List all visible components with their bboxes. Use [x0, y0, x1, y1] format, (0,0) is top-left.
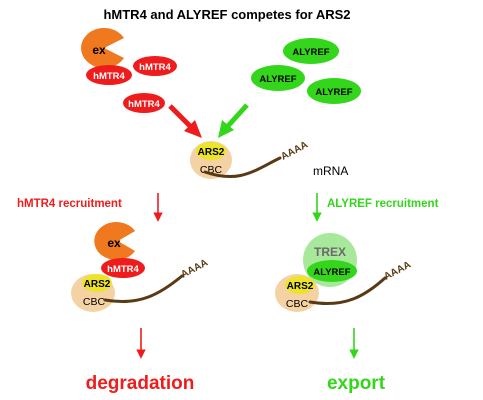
alyref-recruitment-label: ALYREF recruitment — [327, 198, 439, 210]
alyref-protein: ALYREF — [307, 260, 357, 282]
hmtr4-label: hMTR4 — [139, 62, 171, 73]
mrna-label: mRNA — [313, 164, 348, 178]
mrna-strand — [203, 156, 282, 179]
hmtr4-label: hMTR4 — [107, 264, 139, 275]
exosome-icon: ex — [81, 28, 124, 68]
hmtr4-protein: hMTR4 — [101, 258, 145, 278]
polya-tail-label: AAAA — [179, 257, 210, 280]
hmtr4-recruitment-label: hMTR4 recruitment — [17, 198, 122, 210]
alyref-protein: ALYREF — [283, 38, 339, 64]
cbc-label: CBC — [286, 298, 309, 310]
exosome-label: ex — [107, 236, 121, 250]
alyref-label: ALYREF — [292, 47, 329, 58]
ars2-label: ARS2 — [84, 279, 111, 290]
cbc-label: CBC — [83, 296, 106, 308]
alyref-label: ALYREF — [313, 267, 350, 278]
exosome-icon: ex — [94, 222, 135, 260]
alyref-label: ALYREF — [259, 74, 296, 85]
exosome-label: ex — [92, 43, 106, 57]
alyref-label: ALYREF — [315, 87, 352, 98]
export-outcome: export — [327, 373, 386, 394]
ars2-label: ARS2 — [198, 147, 225, 158]
mrna-strand — [308, 276, 387, 306]
hmtr4-label: hMTR4 — [93, 71, 125, 82]
ars2-label: ARS2 — [287, 281, 314, 292]
bottom-left-cap-complex: ARS2 CBC — [71, 274, 115, 312]
mrna-strand — [103, 274, 184, 304]
alyref-protein: ALYREF — [251, 65, 305, 91]
polya-tail-label: AAAA — [382, 259, 413, 282]
trex-label: TREX — [314, 245, 346, 259]
hmtr4-binding-arrow — [168, 104, 202, 138]
hmtr4-protein: hMTR4 — [86, 65, 132, 85]
alyref-protein: ALYREF — [307, 78, 361, 104]
hmtr4-protein: hMTR4 — [123, 93, 165, 113]
polya-tail-label: AAAA — [279, 139, 310, 162]
alyref-binding-arrow — [218, 103, 249, 138]
figure-title: hMTR4 and ALYREF competes for ARS2 — [103, 7, 350, 22]
hmtr4-label: hMTR4 — [128, 99, 160, 110]
bottom-right-cap-complex: ARS2 CBC — [275, 274, 319, 312]
hmtr4-protein: hMTR4 — [133, 56, 177, 76]
degradation-outcome: degradation — [86, 373, 195, 394]
